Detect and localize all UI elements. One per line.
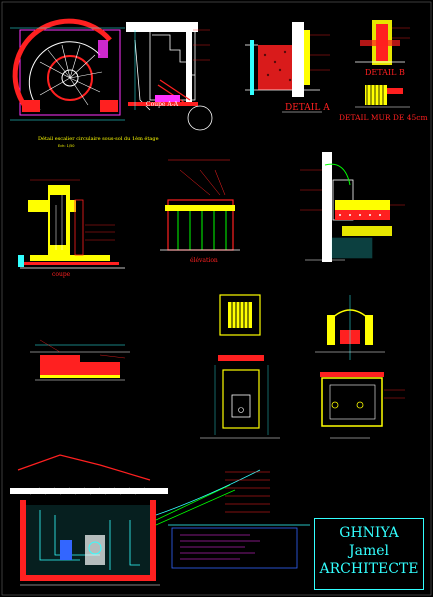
elevation-detail [160,159,240,251]
circular-stair-plan [10,18,125,121]
title-line-3: ARCHITECTE [319,561,419,577]
coupe-aa-label: Coupe A-A [146,101,179,108]
detail-b-label: DETAIL B [365,68,405,77]
coupe-detail [18,179,125,269]
detail-a-label: DETAIL A [285,103,330,113]
stair-section-aa [126,22,213,131]
detail-mur-label: DETAIL MUR DE 45cm [339,113,428,122]
detail-mur-45 [355,85,410,108]
coupe-label: coupe [52,271,71,278]
detail-labels: DETAIL A DETAIL B DETAIL MUR DE 45cm Cou… [38,68,428,278]
escalier-caption: Détail escalier circulaire sous-sol du 1… [38,135,159,142]
detail-a [245,22,330,113]
step-detail [30,339,130,381]
escalier-scale: Ech: 1/50 [58,144,75,148]
grille-plan [200,294,280,439]
pool-machinery-section [10,454,310,586]
regard-section [315,295,405,439]
terrace-section [300,152,405,262]
elevation-label: élévation [190,257,218,264]
title-line-1: GHNIYA [339,525,399,541]
title-block: GHNIYA Jamel ARCHITECTE [314,518,424,590]
title-line-2: Jamel [349,543,389,559]
detail-b [355,20,410,65]
